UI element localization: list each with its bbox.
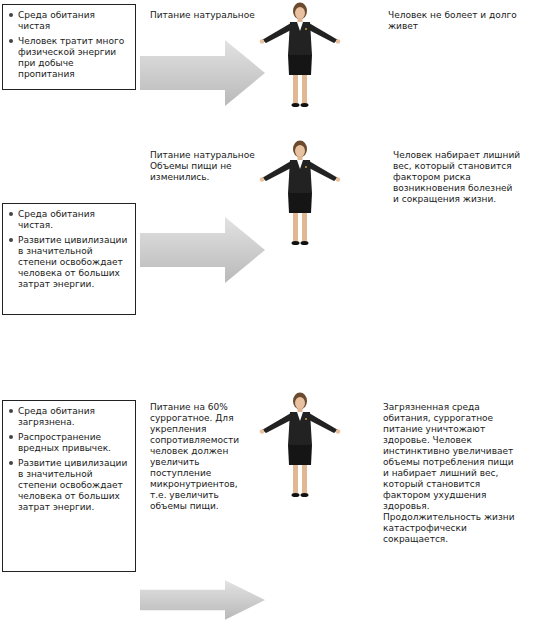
note-text: Загрязненная среда обитания, суррогатное… — [383, 402, 517, 545]
bullet-text: Человек тратит много физической энергии … — [18, 36, 129, 80]
woman-figure — [260, 141, 341, 246]
note-text: Человек не болеет и долго живет — [388, 10, 528, 32]
bullet-text: Развитие цивилизации в значительной степ… — [18, 235, 129, 290]
note-text: Питание на 60% суррогатное. Для укреплен… — [150, 402, 256, 512]
woman-figure — [260, 393, 341, 498]
note-text: Человек набирает лишний вес, который ста… — [393, 150, 521, 205]
bullet-row: Человек тратит много физической энергии … — [9, 36, 129, 80]
condition-box: Среда обитания чистая. Развитие цивилизац… — [2, 203, 136, 315]
bullet-dot — [9, 39, 13, 43]
bullet-text: Распространение вредных привычек. — [18, 432, 129, 454]
bullet-row: Среда обитания чистая. — [9, 209, 129, 231]
bullet-text: Среда обитания чистая. — [18, 209, 129, 231]
bullet-row: Распространение вредных привычек. — [9, 432, 129, 454]
bullet-row: Среда обитания загрязнена. — [9, 406, 129, 428]
bullet-dot — [9, 212, 13, 216]
bullet-text: Среда обитания загрязнена. — [18, 406, 129, 428]
block-arrow — [140, 580, 265, 620]
bullet-text: Среда обитания чистая — [18, 10, 129, 32]
bullet-row: Среда обитания чистая — [9, 10, 129, 32]
bullet-row: Развитие цивилизации в значительной степ… — [9, 458, 129, 513]
block-arrow — [140, 217, 265, 283]
bullet-dot — [9, 409, 13, 413]
bullet-dot — [9, 461, 13, 465]
bullet-text: Развитие цивилизации в значительной степ… — [18, 458, 129, 513]
bullet-row: Развитие цивилизации в значительной степ… — [9, 235, 129, 290]
woman-figure — [260, 3, 341, 108]
bullet-dot — [9, 435, 13, 439]
condition-box: Среда обитания чистаяЧеловек тратит мног… — [2, 4, 136, 90]
note-text: Питание натуральное Объемы пищи не измен… — [150, 150, 256, 183]
bullet-dot — [9, 238, 13, 242]
condition-box: Среда обитания загрязнена. Распространени… — [2, 400, 136, 572]
note-text: Питание натуральное — [150, 10, 258, 21]
block-arrow — [140, 40, 265, 106]
bullet-dot — [9, 13, 13, 17]
